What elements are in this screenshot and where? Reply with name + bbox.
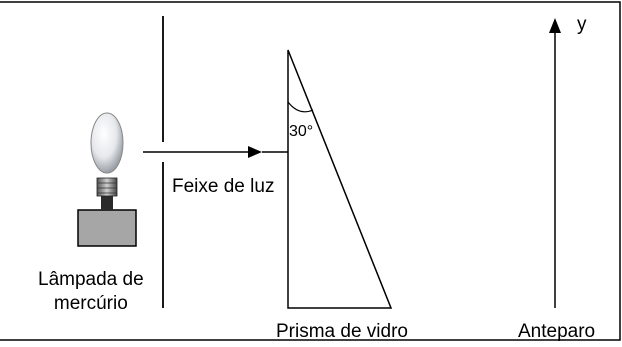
- beam-label: Feixe de luz: [172, 176, 275, 197]
- glass-prism: [287, 49, 393, 309]
- axis-arrow-head: [549, 18, 561, 33]
- mercury-lamp: [77, 112, 137, 247]
- angle-arc: [287, 101, 314, 113]
- beam-arrow-head: [248, 146, 262, 158]
- lamp-socket: [96, 177, 118, 197]
- prism-label: Prisma de vidro: [276, 321, 408, 342]
- lamp-bulb: [90, 112, 124, 174]
- axis-label: y: [577, 14, 587, 35]
- lamp-label: Lâmpada de mercúrio: [38, 269, 144, 314]
- figure-frame: [0, 1, 621, 341]
- screen-label: Anteparo: [518, 321, 596, 342]
- light-beam: [143, 146, 288, 158]
- angle-label: 30°: [289, 123, 314, 140]
- lamp-base: [77, 209, 137, 247]
- lamp-stem: [101, 195, 113, 210]
